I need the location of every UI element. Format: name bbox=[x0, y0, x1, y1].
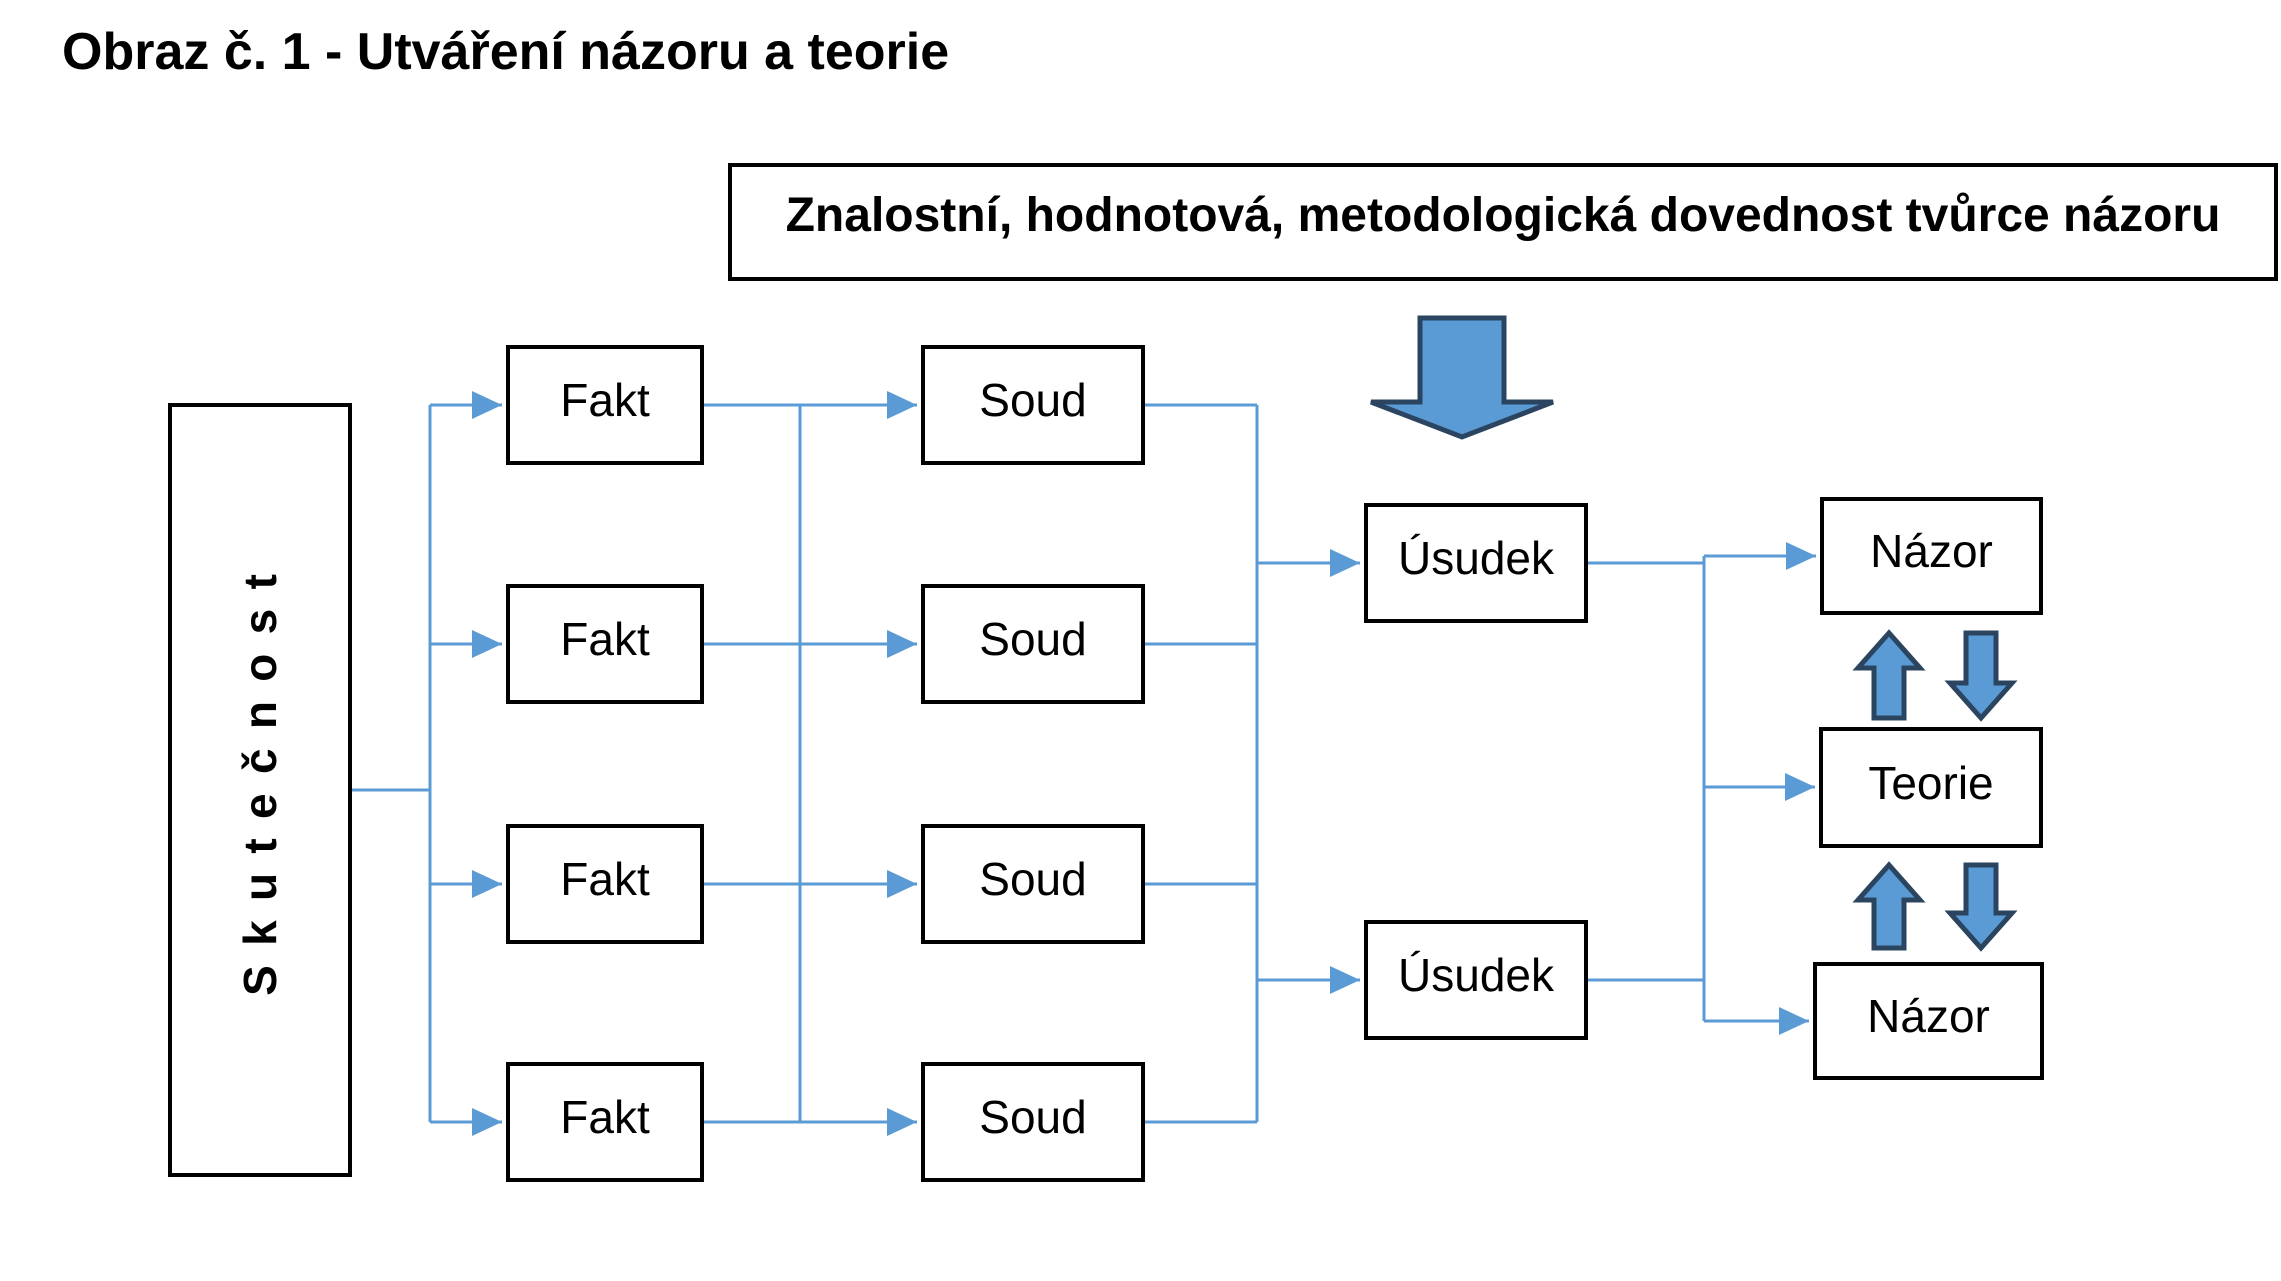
banner-label: Znalostní, hodnotová, metodologická dove… bbox=[785, 188, 2221, 242]
skill-down-block-arrow-icon bbox=[1370, 315, 1554, 440]
node-soud-2: Soud bbox=[921, 584, 1145, 704]
page-title: Obraz č. 1 - Utváření názoru a teorie bbox=[62, 23, 950, 81]
node-fakt-1: Fakt bbox=[506, 345, 704, 465]
node-soud-4: Soud bbox=[921, 1062, 1145, 1182]
node-usudek-2: Úsudek bbox=[1364, 920, 1588, 1040]
node-skutecnost-label: Skutečnost bbox=[234, 554, 286, 996]
node-fakt-3: Fakt bbox=[506, 824, 704, 944]
node-fakt-4: Fakt bbox=[506, 1062, 704, 1182]
nazor-teorie-down-arrow-icon bbox=[1944, 630, 2018, 722]
teorie-nazor-up-arrow-icon bbox=[1852, 861, 1926, 951]
node-soud-3: Soud bbox=[921, 824, 1145, 944]
node-nazor-bottom: Názor bbox=[1813, 962, 2044, 1080]
node-skutecnost: Skutečnost bbox=[168, 403, 352, 1177]
node-teorie: Teorie bbox=[1819, 727, 2043, 848]
teorie-nazor-down-arrow-icon bbox=[1944, 862, 2018, 952]
node-nazor-top: Názor bbox=[1820, 497, 2043, 615]
nazor-teorie-up-arrow-icon bbox=[1852, 629, 1926, 721]
node-soud-1: Soud bbox=[921, 345, 1145, 465]
node-fakt-2: Fakt bbox=[506, 584, 704, 704]
banner-box: Znalostní, hodnotová, metodologická dove… bbox=[728, 163, 2278, 281]
node-usudek-1: Úsudek bbox=[1364, 503, 1588, 623]
